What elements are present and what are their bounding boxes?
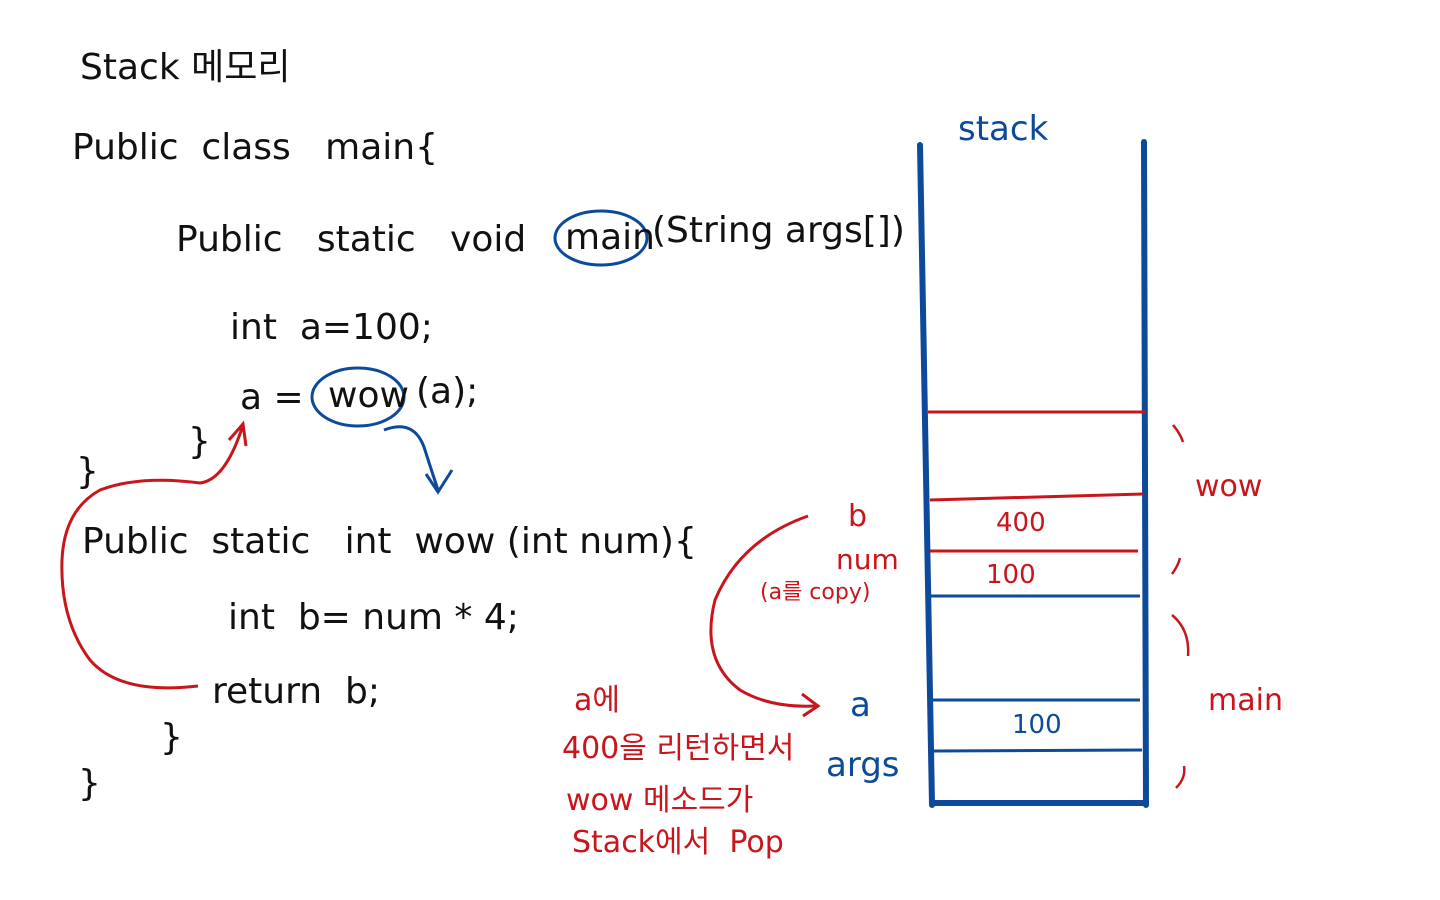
var-label-num: num (836, 543, 899, 576)
code-close-class: } (76, 451, 99, 492)
var-label-a: a (850, 685, 871, 725)
main-brace-top (1171, 614, 1190, 657)
code-int-a: int a=100; (230, 307, 433, 348)
stack-title: stack (958, 109, 1049, 149)
stack-right-wall (1141, 139, 1149, 808)
page-title: Stack 메모리 (80, 47, 291, 88)
code-int-b: int b= num * 4; (228, 597, 519, 638)
wow-circle (310, 366, 406, 428)
code-close-wow: } (160, 717, 183, 758)
main-brace-bottom (1175, 765, 1186, 789)
cell-value-a: 100 (1012, 710, 1062, 740)
var-label-b: b (848, 499, 868, 534)
frame-label-main: main (1208, 683, 1283, 718)
cell-value-b: 400 (996, 508, 1046, 538)
note-line-1: a에 (574, 683, 620, 718)
note-line-4: Stack에서 Pop (572, 825, 784, 860)
code-close-main: } (188, 421, 211, 462)
call-arrow (383, 425, 440, 491)
return-arrow-head (227, 420, 248, 447)
code-return-b: return b; (212, 671, 380, 712)
stack-left-wall (917, 142, 935, 808)
code-main-word: main (565, 217, 655, 258)
var-label-args: args (826, 745, 900, 785)
code-wow-args: (a); (416, 371, 479, 412)
wow-brace-bottom (1170, 557, 1182, 575)
copy-return-arrow-head (801, 692, 821, 718)
cell-value-num: 100 (986, 560, 1036, 590)
code-class-line: Public class main{ (72, 127, 438, 168)
code-wow-signature: Public static int wow (int num){ (82, 521, 697, 562)
main-circle (553, 209, 649, 267)
code-close-end: } (78, 763, 101, 804)
call-arrow-head (424, 469, 454, 495)
note-line-3: wow 메소드가 (566, 783, 754, 818)
code-assign-a: a = (240, 377, 304, 418)
return-arrow (60, 427, 244, 690)
b-cell-top-line (929, 492, 1144, 502)
code-main-params: (String args[]) (652, 210, 905, 251)
code-main-signature: Public static void (176, 219, 527, 260)
frame-label-wow: wow (1195, 469, 1263, 504)
copy-return-arrow (709, 514, 816, 708)
args-cell-top-line (933, 748, 1143, 753)
wow-brace-top (1172, 424, 1185, 443)
copy-note: (a를 copy) (760, 580, 871, 605)
code-wow-word: wow (328, 375, 409, 416)
note-line-2: 400을 리턴하면서 (562, 731, 795, 766)
